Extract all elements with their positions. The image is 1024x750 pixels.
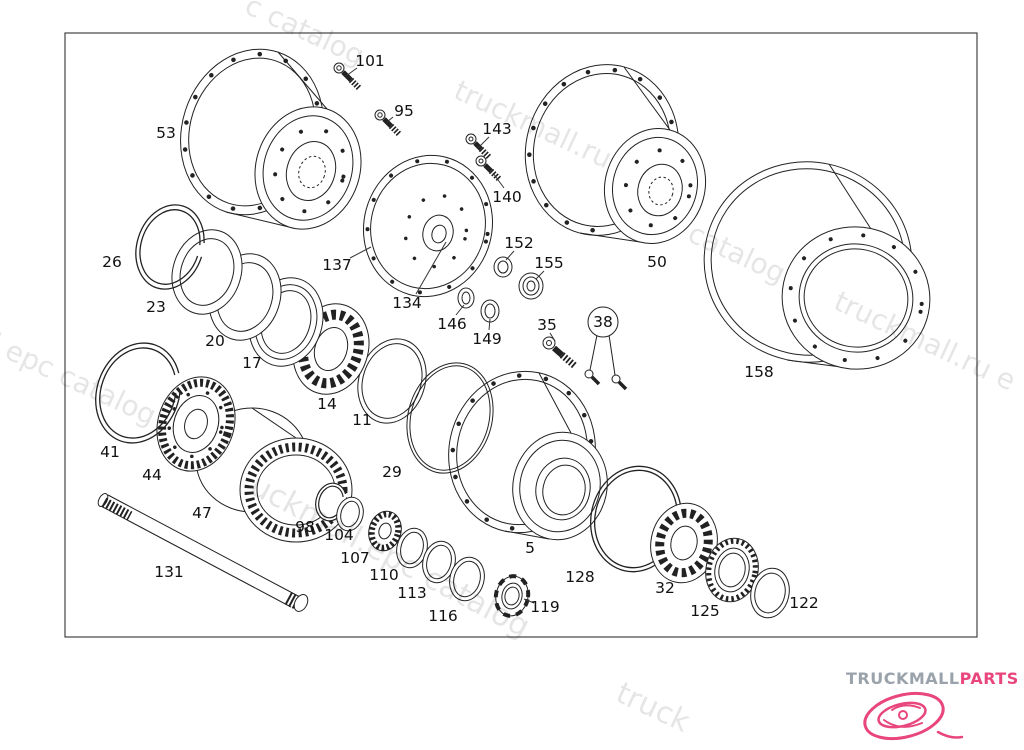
- part-125-lock-washer: [705, 537, 759, 603]
- part-158-brake-drum: [703, 161, 931, 370]
- part-29-ring-gasket: [406, 362, 494, 474]
- part-label-29: 29: [382, 463, 402, 481]
- part-149-plug: [480, 299, 500, 323]
- part-label-140: 140: [492, 188, 522, 206]
- label-leader-line: [535, 270, 545, 280]
- part-label-35: 35: [537, 316, 557, 334]
- label-leader-line: [488, 318, 491, 331]
- part-label-104: 104: [324, 526, 354, 544]
- part-label-23: 23: [146, 298, 166, 316]
- part-label-14: 14: [317, 395, 337, 413]
- part-label-5: 5: [525, 539, 535, 557]
- part-119-lock-nut: [493, 574, 531, 618]
- part-38-callout-group: [584, 306, 628, 391]
- part-label-98: 98: [295, 518, 315, 536]
- part-label-101: 101: [355, 52, 385, 70]
- brand-logo-text: TRUCKMALLPARTS: [846, 669, 1019, 688]
- part-label-110: 110: [369, 566, 399, 584]
- part-146-ring: [457, 287, 475, 309]
- part-label-149: 149: [472, 330, 502, 348]
- label-leader-line: [345, 67, 358, 77]
- part-116-ring: [449, 556, 485, 602]
- watermark-text: truck: [611, 676, 696, 741]
- label-leader-line: [492, 172, 505, 189]
- label-leader-line: [523, 598, 535, 604]
- part-label-32: 32: [655, 579, 675, 597]
- part-107-sun-gear: [368, 510, 402, 552]
- label-leader-line: [455, 304, 465, 316]
- part-label-44: 44: [142, 466, 162, 484]
- part-label-146: 146: [437, 315, 467, 333]
- label-leader-line: [349, 246, 372, 259]
- part-110-washer: [396, 527, 428, 569]
- label-leader-line: [549, 332, 556, 342]
- drawing-layer: [95, 48, 931, 619]
- part-23-ring: [171, 229, 243, 315]
- part-131-axle-shaft: [97, 493, 309, 612]
- part-26-snap-ring: [135, 204, 205, 290]
- part-label-131: 131: [154, 563, 184, 581]
- diagram-border: [64, 32, 978, 638]
- part-113-washer: [422, 540, 456, 584]
- part-143-140-bolts: [465, 133, 502, 182]
- part-label-116: 116: [428, 607, 458, 625]
- part-44-toothed-ring: [156, 376, 236, 472]
- part-label-152: 152: [504, 234, 534, 252]
- part-50-hub-carrier: [524, 64, 707, 244]
- part-label-137: 137: [322, 256, 352, 274]
- part-5-wheel-hub: [448, 370, 608, 541]
- part-label-95: 95: [394, 102, 414, 120]
- part-104-ring: [336, 496, 364, 532]
- part-label-26: 26: [102, 253, 122, 271]
- part-label-113: 113: [397, 584, 427, 602]
- label-leader-line: [477, 136, 490, 149]
- part-122-seal-ring: [750, 567, 790, 619]
- part-label-50: 50: [647, 253, 667, 271]
- part-41-snap-ring: [95, 342, 181, 444]
- logo-text-truckmall: TRUCKMALL: [846, 669, 960, 688]
- part-label-107: 107: [340, 549, 370, 567]
- part-label-128: 128: [565, 568, 595, 586]
- part-53-planet-carrier: [180, 48, 362, 230]
- part-label-53: 53: [156, 124, 176, 142]
- part-155-cap: [518, 272, 544, 300]
- part-label-38: 38: [593, 313, 613, 331]
- part-label-134: 134: [392, 294, 422, 312]
- part-label-122: 122: [789, 594, 819, 612]
- part-35-bolt: [542, 336, 578, 369]
- label-leader-line: [415, 241, 447, 295]
- part-label-119: 119: [530, 598, 560, 616]
- brand-logo: TRUCKMALLPARTS: [846, 669, 1019, 748]
- logo-wheel-icon: [863, 691, 964, 741]
- part-label-41: 41: [100, 443, 120, 461]
- part-95-bolt: [374, 109, 403, 138]
- logo-text-parts: PARTS: [959, 669, 1019, 688]
- label-leader-line: [505, 250, 515, 261]
- part-label-125: 125: [690, 602, 720, 620]
- part-label-158: 158: [744, 363, 774, 381]
- part-label-11: 11: [352, 411, 372, 429]
- part-32-bearing: [650, 502, 718, 584]
- part-label-47: 47: [192, 504, 212, 522]
- part-label-20: 20: [205, 332, 225, 350]
- part-label-143: 143: [482, 120, 512, 138]
- watermark-text: l epc catalog: [0, 326, 162, 432]
- part-label-17: 17: [242, 354, 262, 372]
- part-101-bolt: [333, 62, 363, 92]
- part-label-155: 155: [534, 254, 564, 272]
- part-152-ring: [493, 256, 513, 278]
- part-137-cover: [363, 154, 493, 298]
- label-leader-line: [386, 116, 394, 123]
